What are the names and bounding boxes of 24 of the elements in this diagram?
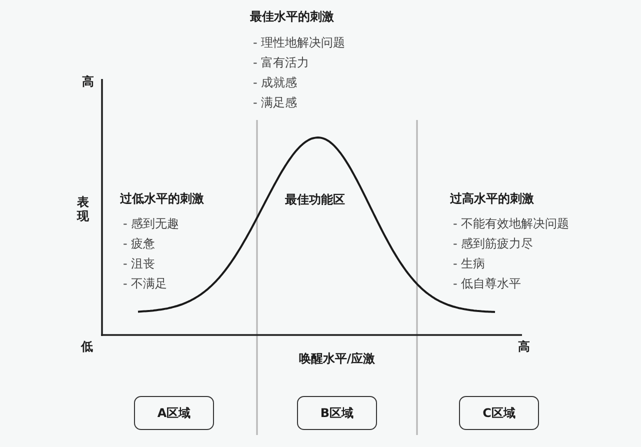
- section-heading: 过高水平的刺激: [450, 192, 534, 206]
- list-item: - 感到无趣: [123, 216, 180, 232]
- axis-label: 唤醒水平/应激: [298, 352, 376, 366]
- list-item: - 理性地解决问题: [253, 36, 346, 50]
- list-item: - 低自尊水平: [453, 276, 522, 292]
- axis-label: 高: [518, 340, 530, 354]
- zone-box: C区域: [459, 396, 539, 430]
- axis-label: 高: [82, 74, 94, 90]
- zone-box: A区域: [134, 396, 214, 430]
- list-item: - 感到筋疲力尽: [453, 236, 534, 252]
- list-item: - 富有活力: [253, 56, 310, 70]
- list-item: - 疲惫: [123, 236, 156, 252]
- zone-box: B区域: [297, 396, 377, 430]
- list-item: - 生病: [453, 256, 486, 272]
- zone-label: 最佳功能区: [285, 192, 345, 208]
- list-item: - 满足感: [253, 96, 298, 110]
- list-item: - 不能有效地解决问题: [453, 216, 570, 232]
- list-item: - 成就感: [253, 76, 298, 90]
- list-item: - 不满足: [123, 276, 168, 292]
- section-heading: 最佳水平的刺激: [250, 10, 334, 24]
- list-item: - 沮丧: [123, 256, 156, 272]
- axis-label: 低: [81, 340, 93, 354]
- axis-label: 表现: [77, 195, 89, 223]
- section-heading: 过低水平的刺激: [120, 192, 204, 206]
